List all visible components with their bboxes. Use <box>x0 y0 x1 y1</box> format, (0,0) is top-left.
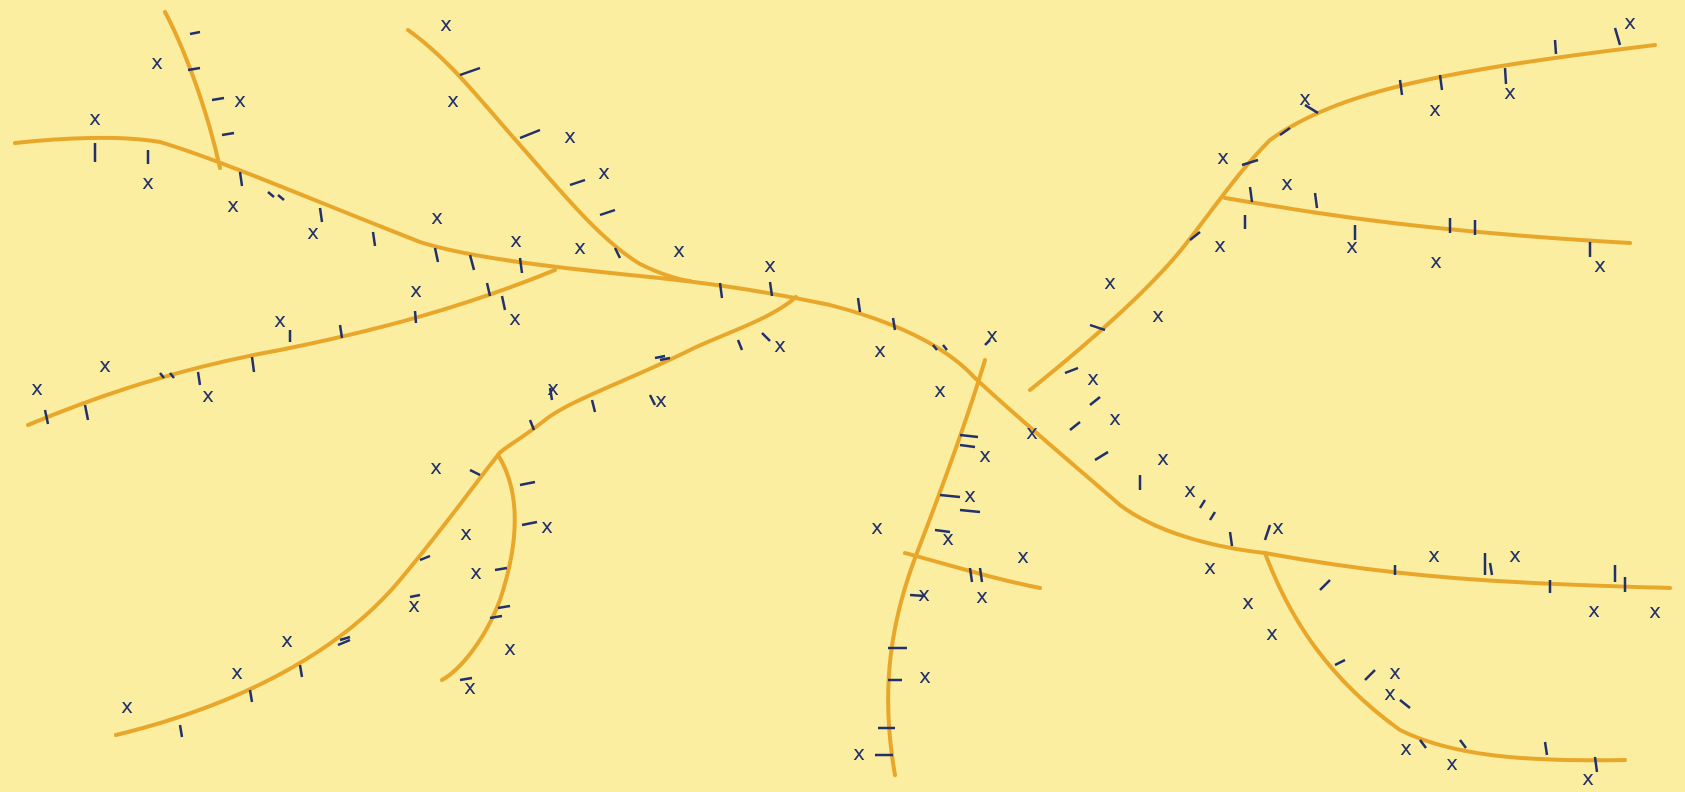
x-marker: x <box>464 675 476 699</box>
x-marker: x <box>234 88 246 112</box>
x-marker: x <box>1389 660 1401 684</box>
x-marker: x <box>447 88 459 112</box>
x-marker: x <box>1017 544 1029 568</box>
x-marker: x <box>1266 621 1278 645</box>
x-marker: x <box>142 170 154 194</box>
x-marker: x <box>942 526 954 550</box>
x-marker: x <box>460 521 472 545</box>
x-marker: x <box>1384 681 1396 705</box>
x-marker: x <box>121 694 133 718</box>
x-marker: x <box>979 443 991 467</box>
x-marker: x <box>281 628 293 652</box>
x-marker: x <box>764 253 776 277</box>
x-marker: x <box>1346 234 1358 258</box>
x-marker: x <box>431 205 443 229</box>
x-marker: x <box>541 514 553 538</box>
x-marker: x <box>470 560 482 584</box>
x-marker: x <box>1429 97 1441 121</box>
x-marker: x <box>1214 233 1226 257</box>
x-marker: x <box>874 338 886 362</box>
x-marker: x <box>919 664 931 688</box>
x-marker: x <box>1281 171 1293 195</box>
x-marker: x <box>1588 598 1600 622</box>
x-marker: x <box>774 333 786 357</box>
x-marker: x <box>151 50 163 74</box>
x-marker: x <box>31 376 43 400</box>
x-marker: x <box>853 741 865 765</box>
x-marker: x <box>655 388 667 412</box>
x-marker: x <box>1430 249 1442 273</box>
x-marker: x <box>1428 543 1440 567</box>
x-marker: x <box>1242 590 1254 614</box>
x-marker: x <box>410 278 422 302</box>
x-marker: x <box>1649 599 1661 623</box>
x-marker: x <box>1509 543 1521 567</box>
x-marker: x <box>227 193 239 217</box>
x-marker: x <box>509 306 521 330</box>
x-marker: x <box>564 124 576 148</box>
x-marker: x <box>231 660 243 684</box>
x-marker: x <box>934 378 946 402</box>
x-marker: x <box>1152 303 1164 327</box>
x-marker: x <box>430 455 442 479</box>
x-marker: x <box>1594 253 1606 277</box>
x-marker: x <box>1204 555 1216 579</box>
x-marker: x <box>307 220 319 244</box>
x-marker: x <box>1104 270 1116 294</box>
x-marker: x <box>1026 420 1038 444</box>
x-marker: x <box>202 383 214 407</box>
x-marker: x <box>1087 366 1099 390</box>
x-marker: x <box>574 235 586 259</box>
x-marker: x <box>1446 751 1458 775</box>
x-marker: x <box>1184 478 1196 502</box>
x-marker: x <box>1504 80 1516 104</box>
x-marker: x <box>1109 406 1121 430</box>
x-marker: x <box>964 483 976 507</box>
x-marker: x <box>986 323 998 347</box>
x-marker: x <box>89 106 101 130</box>
x-marker: x <box>871 515 883 539</box>
x-marker: x <box>918 582 930 606</box>
x-marker: x <box>408 593 420 617</box>
tick-mark <box>1555 40 1556 54</box>
x-marker: x <box>1217 145 1229 169</box>
x-marker: x <box>1299 86 1311 110</box>
x-marker: x <box>1400 736 1412 760</box>
tick-mark <box>415 311 416 323</box>
x-marker: x <box>1582 766 1594 790</box>
x-marker: x <box>440 12 452 36</box>
x-marker: x <box>673 238 685 262</box>
x-marker: x <box>976 584 988 608</box>
x-marker: x <box>504 636 516 660</box>
x-marker: x <box>1624 10 1636 34</box>
x-marker: x <box>598 160 610 184</box>
x-marker: x <box>274 308 286 332</box>
x-marker: x <box>547 376 559 400</box>
x-marker: x <box>510 228 522 252</box>
x-marker: x <box>99 353 111 377</box>
x-marker: x <box>1272 515 1284 539</box>
x-marker: x <box>1157 446 1169 470</box>
